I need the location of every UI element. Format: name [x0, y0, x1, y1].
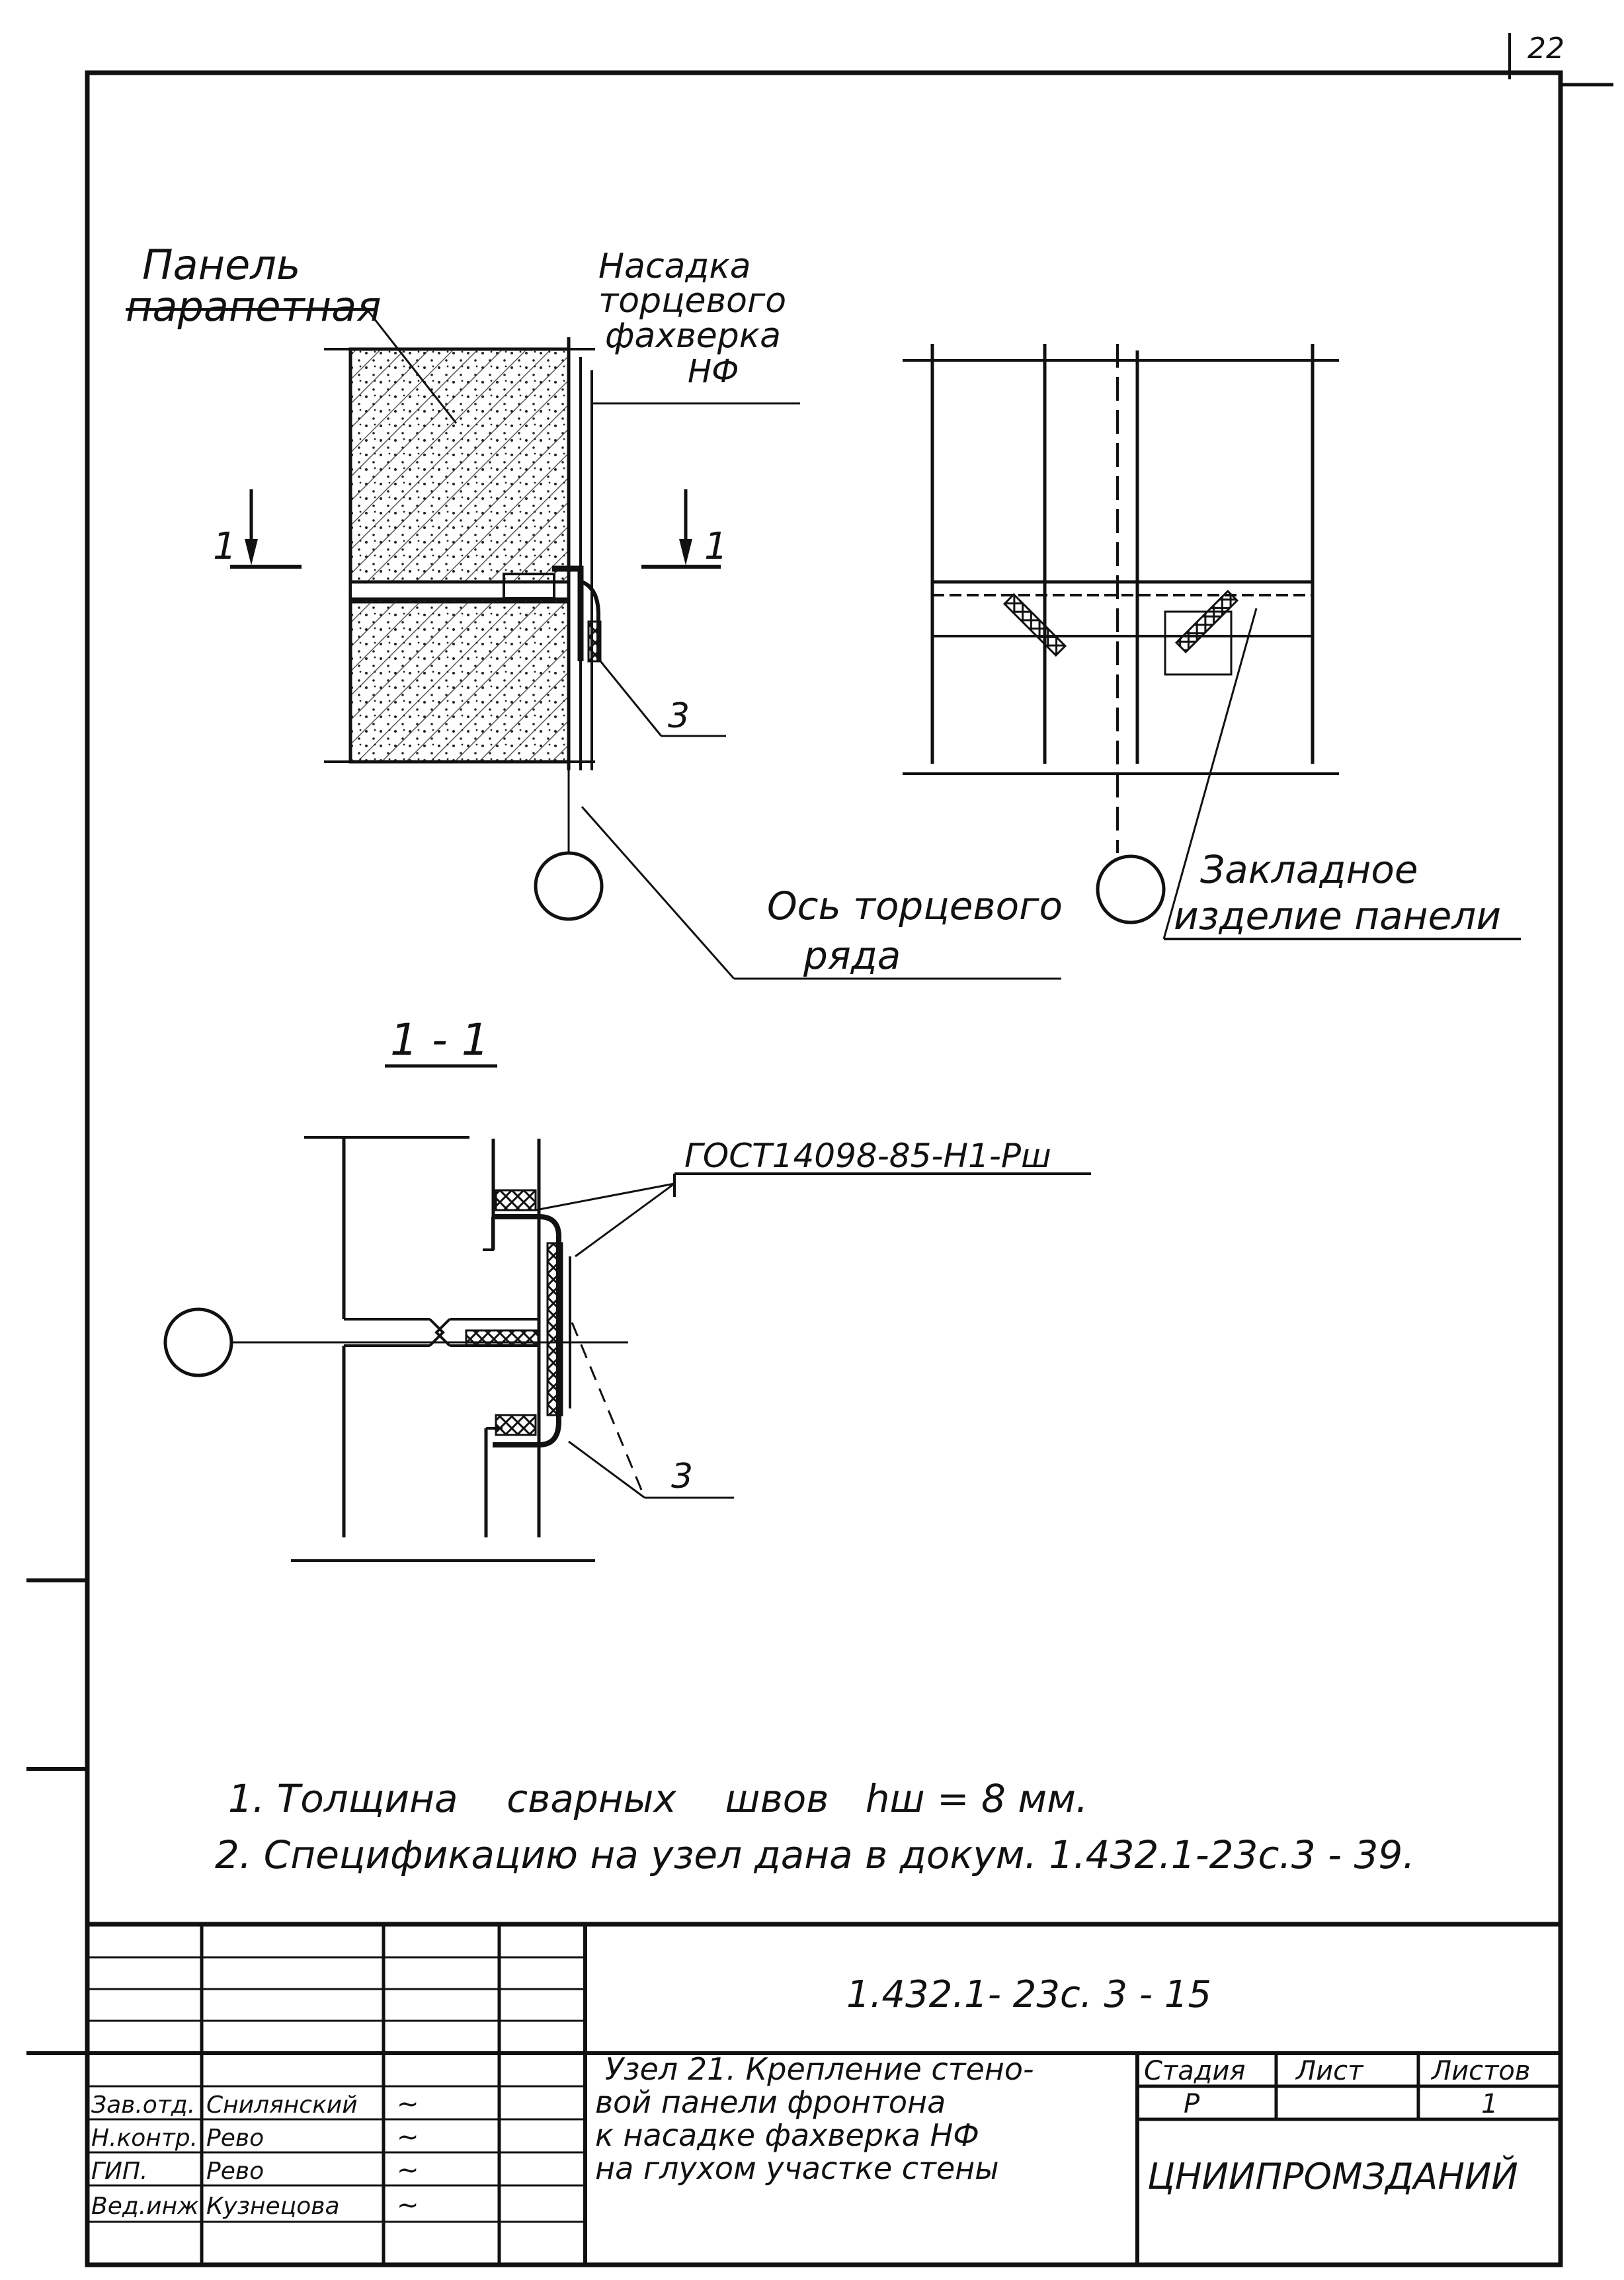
svg-text:3: 3 [671, 1457, 693, 1496]
svg-text:Рево: Рево [206, 2158, 264, 2185]
svg-text:торцевого: торцевого [598, 281, 786, 321]
svg-text:Ось торцевого: Ось торцевого [767, 883, 1063, 928]
document-code: 1.432.1- 23с. 3 - 15 [846, 1973, 1211, 2016]
svg-text:Насадка: Насадка [598, 247, 751, 286]
svg-text:2. Спецификацию на узел дана в: 2. Спецификацию на узел дана в докум. 1.… [215, 1832, 1415, 1877]
svg-text:НФ: НФ [688, 353, 739, 390]
svg-text:~: ~ [397, 2155, 419, 2185]
svg-text:ряда: ряда [803, 933, 901, 978]
svg-text:на глухом участке стены: на глухом участке стены [595, 2150, 999, 2186]
svg-text:вой панели фронтона: вой панели фронтона [595, 2084, 946, 2120]
svg-text:ГОСТ14098-85-Н1-Рш: ГОСТ14098-85-Н1-Рш [684, 1137, 1051, 1175]
svg-text:1: 1 [704, 525, 728, 568]
section-title: 1 - 1 [390, 1014, 489, 1065]
sheet-frame [85, 70, 1563, 2267]
svg-text:~: ~ [397, 2190, 419, 2220]
svg-text:Р: Р [1184, 2089, 1200, 2119]
organization: ЦНИИПРОМЗДАНИЙ [1147, 2156, 1518, 2197]
section-marker-right: 1 [641, 489, 728, 569]
svg-text:1: 1 [1481, 2089, 1498, 2119]
svg-text:парапетная: парапетная [126, 282, 382, 331]
svg-text:1. Толщина сварных швов: 1. Толщина сварных швов hш = 8 мм. [228, 1776, 1088, 1821]
svg-text:изделие панели: изделие панели [1174, 893, 1501, 938]
axis-marker-section [163, 1307, 233, 1377]
svg-text:Панель: Панель [142, 241, 300, 289]
signature-row: Н.контр. Рево ~ [91, 2122, 419, 2152]
svg-text:Кузнецова: Кузнецова [206, 2193, 340, 2220]
svg-text:фахверка: фахверка [605, 316, 781, 356]
svg-text:Зав.отд.: Зав.отд. [91, 2092, 195, 2119]
svg-text:Узел 21. Крепление стено-: Узел 21. Крепление стено- [605, 2051, 1034, 2087]
svg-text:Закладное: Закладное [1200, 847, 1418, 892]
svg-text:22: 22 [1527, 32, 1564, 65]
section-marker-left: 1 [213, 489, 302, 569]
parapet-panel-top [348, 347, 571, 604]
svg-text:Стадия: Стадия [1144, 2056, 1245, 2086]
svg-text:Лист: Лист [1295, 2056, 1364, 2086]
svg-text:к насадке фахверка НФ: к насадке фахверка НФ [595, 2117, 979, 2153]
notes: 1. Толщина сварных швов hш = 8 мм. 2. Сп… [215, 1776, 1415, 1877]
axis-marker-left [534, 851, 604, 921]
axis-marker-right [1096, 854, 1166, 924]
svg-text:Листов: Листов [1430, 2056, 1530, 2086]
svg-text:Н.контр.: Н.контр. [91, 2125, 198, 2152]
signature-row: Вед.инж. Кузнецова ~ [91, 2190, 419, 2220]
svg-text:Снилянский: Снилянский [206, 2092, 358, 2119]
svg-text:3: 3 [668, 696, 690, 736]
signature-row: ГИП. Рево ~ [91, 2155, 419, 2185]
upper-left-detail: 3 1 1 Панель парапетная Насадка торцевог… [126, 241, 1063, 980]
svg-text:Рево: Рево [206, 2125, 264, 2152]
signature-row: Зав.отд. Снилянский ~ [91, 2089, 419, 2119]
upper-right-detail: Закладное изделие панели [903, 344, 1521, 940]
parapet-panel-bottom [348, 580, 571, 764]
title-block: 1.432.1- 23с. 3 - 15 Узел 21. Крепление … [87, 1922, 1561, 2265]
svg-text:1: 1 [213, 525, 237, 568]
svg-text:ГИП.: ГИП. [91, 2158, 148, 2185]
section-1-1: 1 - 1 ГОСТ14098-85-Н1 [163, 1014, 1091, 1562]
svg-text:Вед.инж.: Вед.инж. [91, 2193, 206, 2220]
svg-text:~: ~ [397, 2122, 419, 2152]
svg-text:~: ~ [397, 2089, 419, 2119]
